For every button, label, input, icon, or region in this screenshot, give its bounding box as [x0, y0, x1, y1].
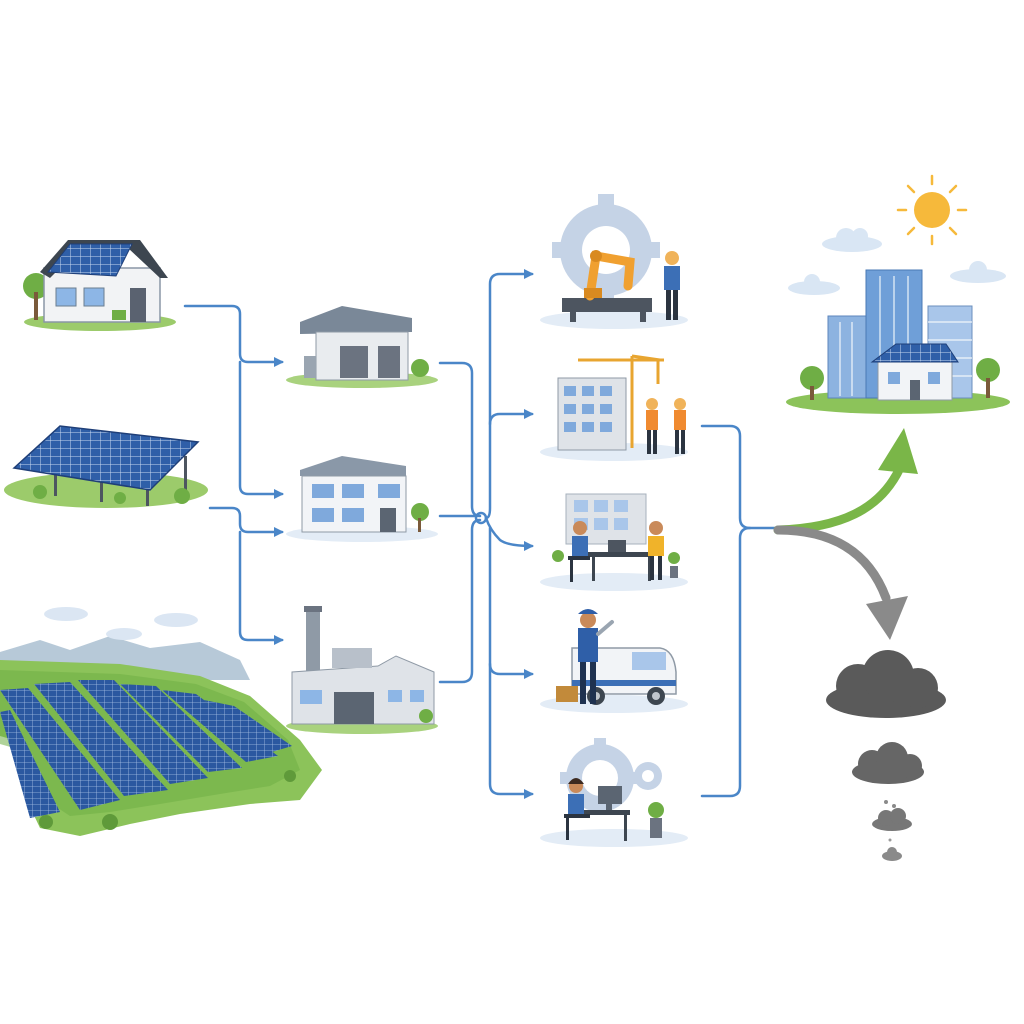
factory-icon — [286, 606, 438, 734]
sunny-city-icon — [786, 174, 1010, 414]
service-van-technician-icon — [540, 609, 688, 713]
ground-solar-panel-icon — [4, 425, 208, 508]
hub-junction — [474, 511, 488, 525]
connector-hub-service — [488, 526, 534, 679]
office-workers-icon — [540, 493, 688, 591]
office-building-icon — [286, 456, 438, 542]
connector-hub-construction — [488, 409, 534, 426]
negative-outcome-arrow — [773, 525, 908, 640]
connector-hub-office-work — [484, 516, 534, 551]
connector-hub-engineering — [488, 662, 534, 799]
connector-engineering-outcome — [700, 526, 752, 798]
solar-farm-icon — [0, 607, 322, 836]
connector-home-warehouse — [183, 304, 284, 367]
connector-factory-hub — [438, 518, 482, 684]
construction-crane-icon — [540, 354, 688, 461]
warehouse-icon — [286, 306, 438, 388]
connector-warehouse-hub — [438, 361, 482, 518]
rooftop-solar-house-icon — [23, 240, 176, 331]
connector-hub-manufacturing — [484, 269, 534, 520]
dissipating-smoke-clouds-icon — [826, 650, 946, 861]
connector-home-office — [238, 360, 284, 499]
connector-array-office — [208, 506, 284, 537]
sky-cloud-icons — [788, 228, 1006, 295]
positive-outcome-arrow — [773, 428, 918, 535]
connector-lines — [183, 269, 782, 799]
connector-construction-outcome — [700, 424, 782, 530]
engineer-gear-desk-icon — [540, 738, 688, 847]
robot-arm-gear-icon — [540, 194, 688, 329]
connector-array-factory — [238, 530, 284, 645]
sun-icon — [896, 174, 968, 246]
